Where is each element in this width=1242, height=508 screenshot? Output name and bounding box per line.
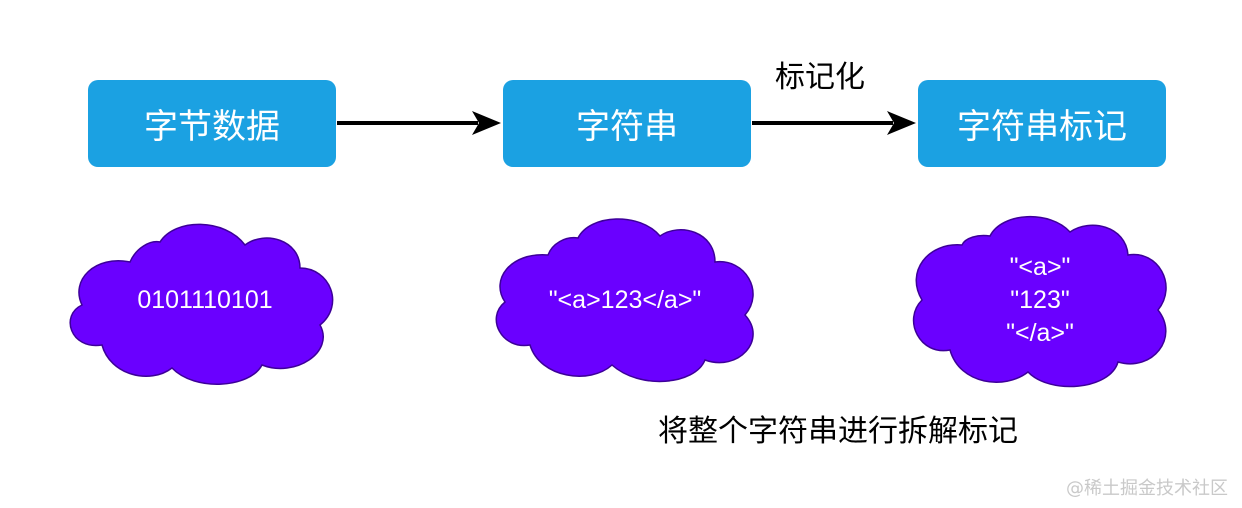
watermark: @稀土掘金技术社区	[1066, 478, 1228, 499]
caption: 将整个字符串进行拆解标记	[658, 414, 1018, 449]
cloud-tokens-text: "<a>" "123" "</a>"	[915, 240, 1165, 360]
bytes-value: 0101110101	[137, 285, 273, 314]
bytes-box: 字节数据	[88, 80, 336, 167]
edge-label-tokenize: 标记化	[775, 60, 865, 95]
arrow-string-to-tokens	[752, 111, 916, 135]
token-item: "</a>"	[1006, 318, 1074, 347]
string-box: 字符串	[503, 80, 751, 167]
cloud-string	[495, 218, 754, 383]
cloud-tokens	[912, 215, 1167, 388]
cloud-bytes	[69, 223, 334, 385]
tokens-box: 字符串标记	[918, 80, 1166, 167]
tokens-box-label: 字符串标记	[957, 107, 1127, 147]
token-item: "<a>"	[1009, 252, 1071, 281]
string-value: "<a>123</a>"	[548, 285, 702, 314]
cloud-string-text: "<a>123</a>"	[495, 262, 755, 338]
cloud-bytes-text: 0101110101	[75, 260, 335, 340]
string-box-label: 字符串	[576, 107, 678, 147]
arrow-bytes-to-string	[337, 111, 501, 135]
bytes-box-label: 字节数据	[144, 107, 280, 147]
token-item: "123"	[1010, 285, 1070, 314]
